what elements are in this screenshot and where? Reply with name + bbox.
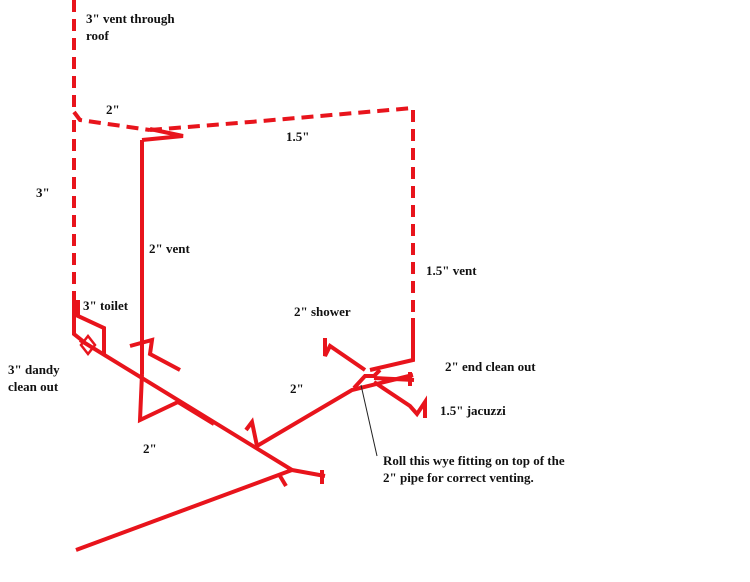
label-toilet-3in: 3" toilet	[83, 298, 129, 313]
vent-1-5in-to-wye	[369, 318, 415, 372]
label-end-cleanout: 2" end clean out	[445, 359, 536, 374]
label-dandy-cleanout: 3" dandy clean out	[8, 362, 60, 394]
wye-fitting	[352, 368, 382, 390]
main-drain-elbow	[75, 468, 293, 552]
top-2in-vent-pipe	[72, 110, 151, 132]
label-bottom-2in: 2"	[143, 441, 157, 456]
label-stack-3in: 3"	[36, 185, 50, 200]
label-top-2in: 2"	[106, 102, 120, 117]
branch-2in-to-shower	[244, 373, 414, 450]
shower-2in-trap	[323, 338, 367, 372]
jacuzzi-1-5in-trap	[372, 380, 427, 418]
bottom-2in-branch	[137, 373, 216, 426]
vent-2in-fitting	[141, 127, 184, 142]
label-mid-2in: 2"	[290, 381, 304, 396]
label-vent-1-5in: 1.5" vent	[426, 263, 477, 278]
toilet-3in-flange	[76, 300, 106, 354]
label-shower-2in: 2" shower	[294, 304, 351, 319]
cleanout-stub	[278, 474, 288, 488]
dandy-cleanout-fitting	[79, 333, 97, 357]
end-cleanout-pipe	[373, 376, 415, 382]
wye-fitting-note: Roll this wye fitting on top of the 2" p…	[383, 453, 565, 485]
toilet-arm-fitting	[129, 337, 181, 372]
label-vent-through-roof: 3" vent through roof	[86, 11, 175, 43]
top-1-5in-vent-pipe	[149, 106, 414, 132]
label-top-1-5in: 1.5"	[286, 129, 310, 144]
label-vent-2in: 2" vent	[149, 241, 190, 256]
bottom-cleanout-cap	[291, 468, 326, 478]
label-jacuzzi: 1.5" jacuzzi	[440, 403, 506, 418]
wye-note-leader-line	[360, 384, 378, 457]
